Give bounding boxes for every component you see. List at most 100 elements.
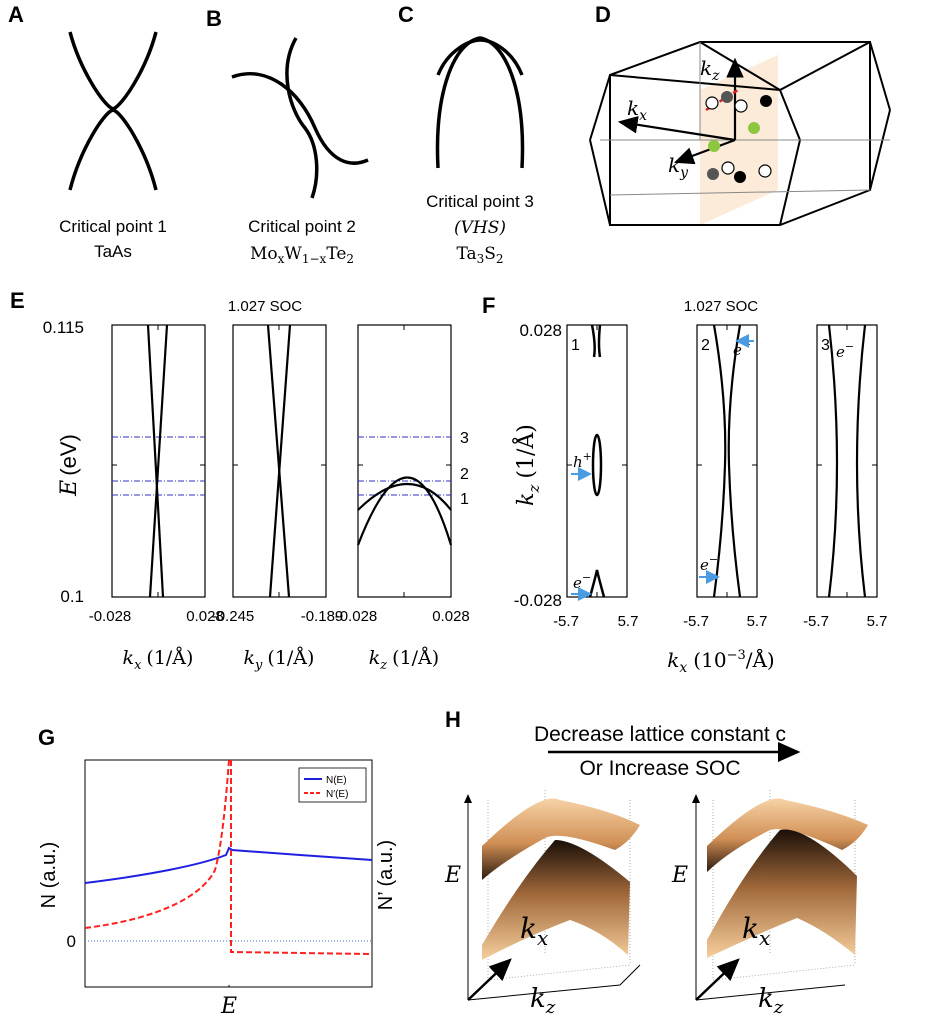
panel-letter-c: C xyxy=(398,2,414,27)
panel-e: E 1.027 SOC 0.115 0.1 E(eV) 3 2 1 xyxy=(10,288,470,673)
caption-c-formula: Ta3S2 xyxy=(456,244,503,266)
g-zero-label: 0 xyxy=(67,932,76,951)
f2-electron-label-bottom: e− xyxy=(700,553,718,574)
caption-c-line1: Critical point 3 xyxy=(426,192,534,211)
f3-xmax: 5.7 xyxy=(867,613,888,630)
level-label-1: 1 xyxy=(460,491,469,508)
f1-electron-label: e− xyxy=(573,571,591,592)
e-ytick-bottom: 0.1 xyxy=(60,587,84,606)
h-surface-left: E kx kz xyxy=(444,790,641,1018)
f3-number: 3 xyxy=(821,337,830,354)
caption-b-formula: MoxW1−xTe2 xyxy=(250,244,354,266)
f-ytick-bottom: -0.028 xyxy=(514,591,562,610)
level-label-2: 2 xyxy=(460,466,469,483)
panel-letter-b: B xyxy=(206,6,222,31)
f-ticks xyxy=(567,325,877,597)
level-label-3: 3 xyxy=(460,430,469,447)
axis-ky-label: ky xyxy=(668,153,689,181)
f-ylabel: kz(1/Å) xyxy=(511,424,543,506)
e1-xlabel: kx(1/Å) xyxy=(123,647,194,673)
f2-number: 2 xyxy=(701,337,710,354)
e3-xmin: -0.028 xyxy=(335,608,378,625)
e-ticks xyxy=(112,325,451,597)
caption-a-line2: TaAs xyxy=(94,242,132,261)
upper-band-surface-right xyxy=(707,798,868,872)
f3-electron-label: e− xyxy=(836,340,854,361)
e-bands xyxy=(146,324,453,598)
upper-band-surface xyxy=(482,798,640,880)
d-axes xyxy=(617,57,744,165)
legend-N: N(E) xyxy=(326,775,347,786)
f1-number: 1 xyxy=(571,337,580,354)
h-left-axis-kz: kz xyxy=(530,984,556,1018)
e-levels xyxy=(112,436,451,496)
band-tilted-2 xyxy=(285,37,319,199)
h-surface-right: E kx kz xyxy=(671,790,868,1018)
e-frames xyxy=(111,324,452,598)
panel-letter-d: D xyxy=(595,2,611,27)
band-lower xyxy=(68,108,158,191)
brillouin-zone-hidden xyxy=(600,42,890,196)
band-saddle-2 xyxy=(436,38,524,76)
panel-c: C Critical point 3 (VHS) Ta3S2 xyxy=(398,2,534,266)
panel-f: F 1.027 SOC 0.028 -0.028 kz(1/Å) xyxy=(482,293,887,676)
panel-b: B Critical point 2 MoxW1−xTe2 xyxy=(206,6,369,266)
f2-xmax: 5.7 xyxy=(747,613,768,630)
lower-band-surface-right xyxy=(707,829,857,958)
f-ytick-top: 0.028 xyxy=(519,321,562,340)
f1-hole-label: h+ xyxy=(573,450,592,471)
h-arrow-line2: Or Increase SOC xyxy=(579,757,740,780)
panel-d: D kz kx ky xyxy=(589,2,891,226)
caption-a-line1: Critical point 1 xyxy=(59,217,167,236)
band-tilted-1 xyxy=(231,72,369,165)
weyl-nodes xyxy=(705,91,772,183)
g-xlabel: E xyxy=(220,994,237,1019)
h-right-axis-E: E xyxy=(671,863,688,888)
e-ytick-top: 0.115 xyxy=(43,318,84,337)
h-left-axis-E: E xyxy=(444,863,461,888)
f2-xmin: -5.7 xyxy=(683,613,709,630)
f-xlabel: kx(10−3/Å) xyxy=(667,647,774,676)
caption-b-line1: Critical point 2 xyxy=(248,217,356,236)
e3-xmax: 0.028 xyxy=(432,608,470,625)
series-Nprime-left xyxy=(84,759,230,929)
h-right-axis-kz: kz xyxy=(758,984,784,1018)
f-title: 1.027 SOC xyxy=(684,298,758,315)
series-Nprime-right xyxy=(230,760,373,955)
series-N xyxy=(84,846,373,884)
panel-letter-a: A xyxy=(8,2,24,27)
h-right-axis-kx: kx xyxy=(742,912,770,950)
h-arrow-line1: Decrease lattice constant c xyxy=(534,723,786,746)
panel-letter-f: F xyxy=(482,293,495,318)
f-frames xyxy=(566,324,878,598)
f1-pockets xyxy=(588,324,606,598)
panel-g: G 0 N (a.u.) N’ (a.u.) E N(E) N′(E) xyxy=(38,725,397,1019)
e2-xmin: -0.245 xyxy=(212,608,255,625)
panel-letter-g: G xyxy=(38,725,55,750)
f3-xmin: -5.7 xyxy=(803,613,829,630)
panel-a: A Critical point 1 TaAs xyxy=(8,2,167,261)
g-legend: N(E) N′(E) xyxy=(298,767,367,803)
f1-xmin: -5.7 xyxy=(553,613,579,630)
caption-c-line2: (VHS) xyxy=(454,218,506,238)
e1-xmin: -0.028 xyxy=(89,608,132,625)
panel-h: H Decrease lattice constant c Or Increas… xyxy=(444,707,868,1018)
e-title: 1.027 SOC xyxy=(228,298,302,315)
e2-xmax: -0.189 xyxy=(301,608,344,625)
lower-band-surface xyxy=(482,840,630,960)
f3-pockets xyxy=(827,324,867,598)
g-ylabel-right: N’ (a.u.) xyxy=(375,840,397,910)
f2-pockets xyxy=(712,324,742,598)
e1-xmax: 0.028 xyxy=(186,608,224,625)
panel-letter-h: H xyxy=(445,707,461,732)
axis-kz-label: kz xyxy=(700,56,720,84)
e3-xlabel: kz(1/Å) xyxy=(369,647,439,673)
e-ylabel: E(eV) xyxy=(56,434,82,497)
panel-letter-e: E xyxy=(10,288,25,313)
e2-xlabel: ky(1/Å) xyxy=(244,647,315,673)
band-upper xyxy=(68,31,158,111)
band-saddle-1 xyxy=(435,36,525,169)
axis-kx-label: kx xyxy=(627,96,647,124)
h-left-axis-kx: kx xyxy=(520,912,548,950)
